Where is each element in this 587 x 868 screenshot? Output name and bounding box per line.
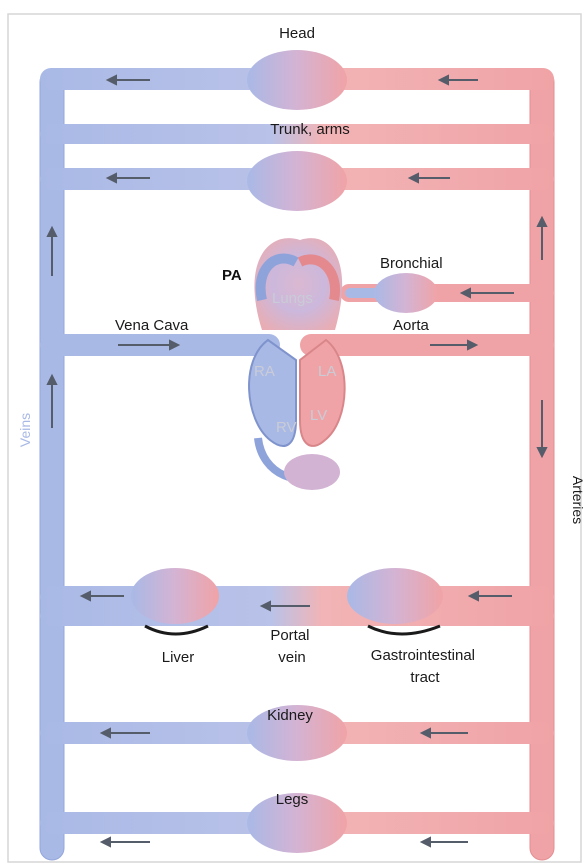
label-portal-vein: Portal vein (270, 627, 313, 666)
trunk-capillaries (247, 151, 347, 211)
label-portal-vein-line1: Portal (270, 627, 309, 644)
gi-capillaries (347, 568, 443, 624)
liver-shape (145, 626, 208, 634)
label-aorta: Aorta (393, 317, 430, 334)
gi-shape (368, 626, 440, 634)
bronchial-capillaries (374, 273, 438, 313)
label-head: Head (279, 25, 315, 42)
label-gi-tract-line2: tract (410, 669, 440, 686)
label-liver: Liver (162, 649, 195, 666)
label-gi-tract: Gastrointestinal tract (371, 647, 479, 686)
label-trunk: Trunk, arms (270, 121, 349, 138)
label-lv: LV (310, 407, 327, 424)
label-gi-tract-line1: Gastrointestinal (371, 647, 475, 664)
label-ra: RA (254, 363, 275, 380)
arrow-legs-left (102, 838, 150, 846)
label-kidney: Kidney (267, 707, 313, 724)
label-bronchial: Bronchial (380, 255, 443, 272)
label-veins: Veins (17, 413, 33, 447)
label-rv: RV (276, 419, 297, 436)
label-lungs: Lungs (272, 290, 313, 307)
label-legs: Legs (276, 791, 309, 808)
label-pa: PA (222, 267, 242, 284)
label-la: LA (318, 363, 336, 380)
arrow-legs-right (422, 838, 468, 846)
bronchial-vessel (340, 284, 554, 302)
label-arteries: Arteries (570, 476, 586, 524)
head-capillaries (247, 50, 347, 110)
label-portal-vein-line2: vein (278, 649, 306, 666)
liver-capillaries (131, 568, 219, 624)
label-vena-cava: Vena Cava (115, 317, 189, 334)
